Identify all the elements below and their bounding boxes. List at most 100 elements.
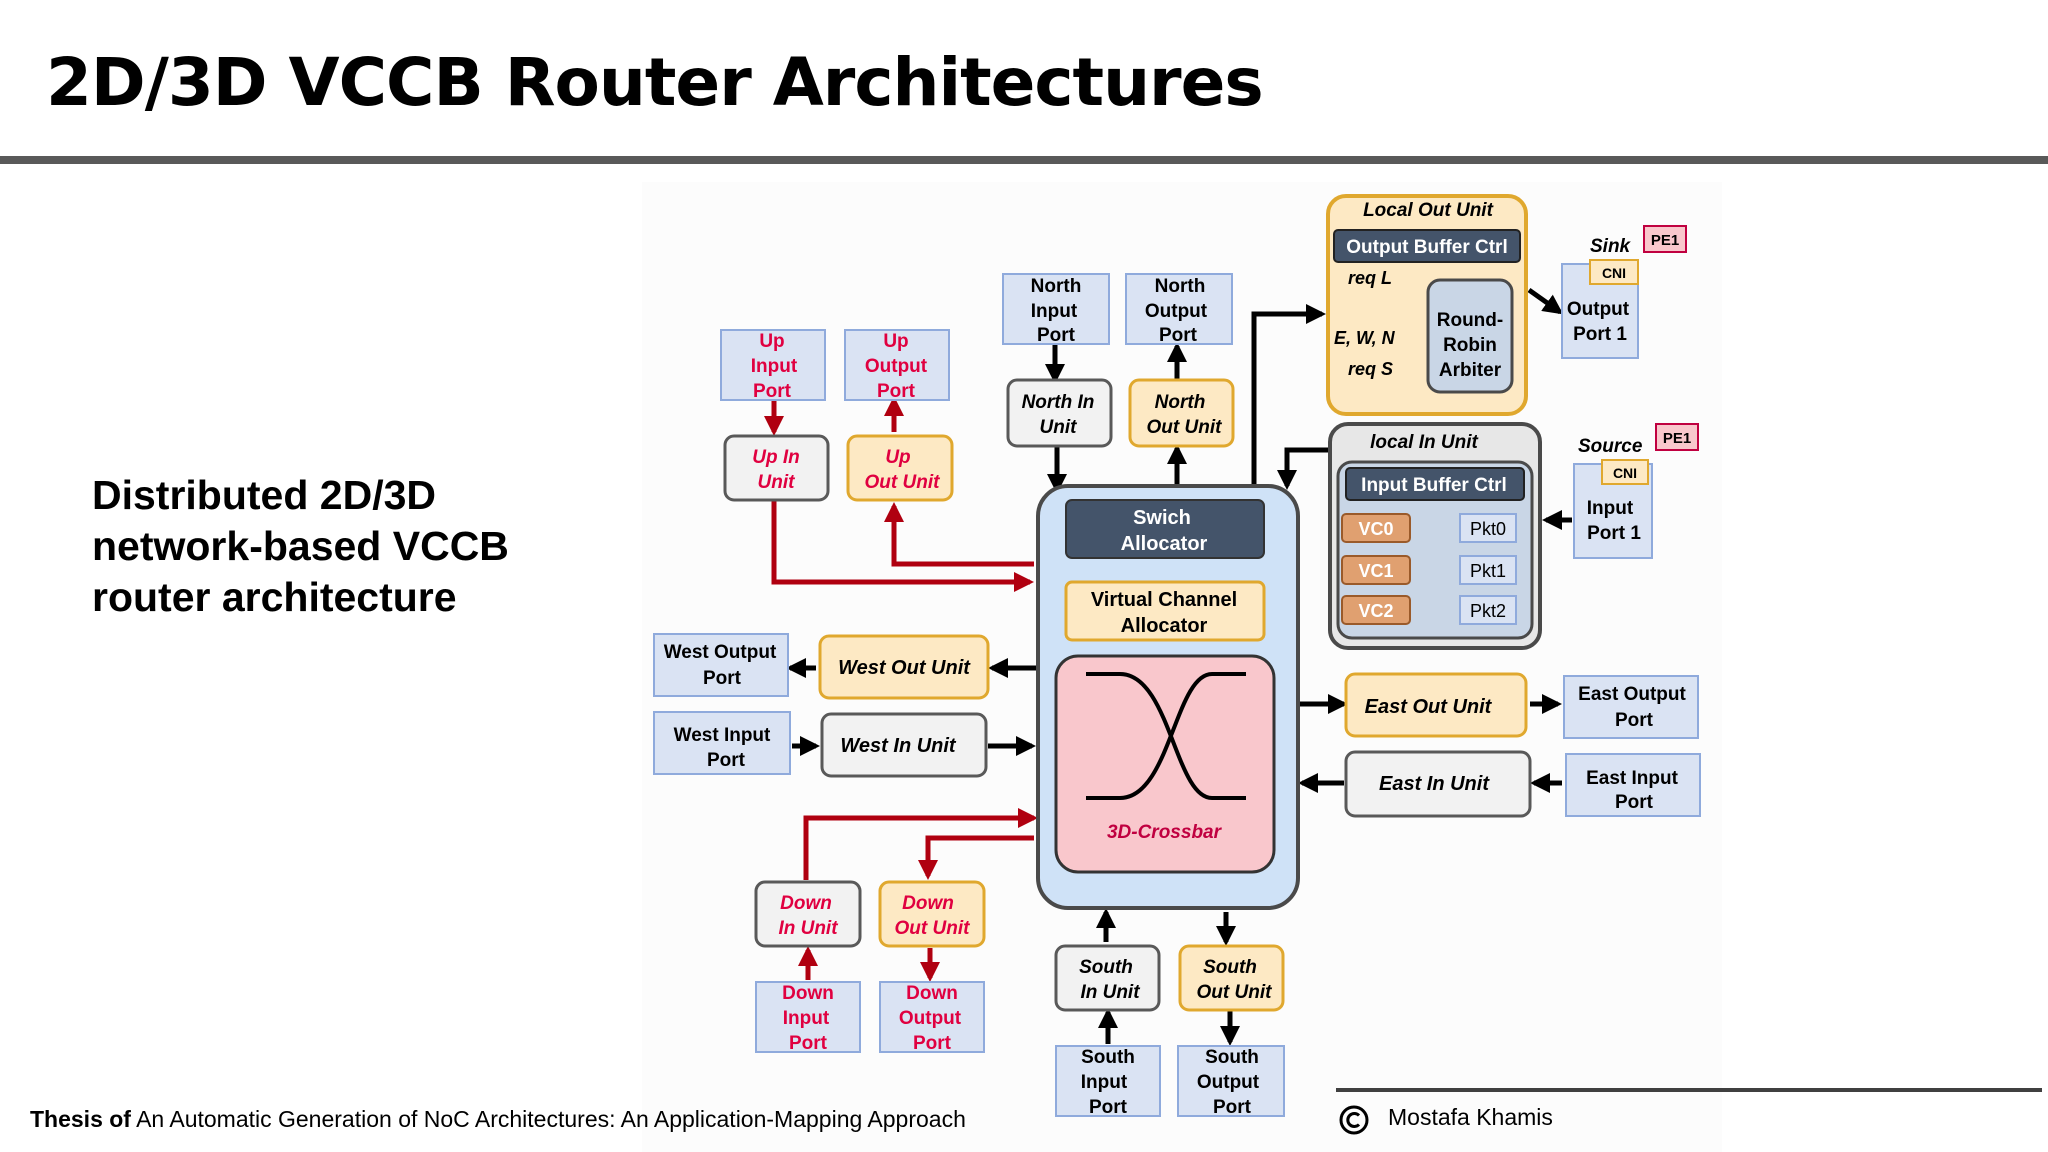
crossbar-x-line-2 <box>1086 672 1246 800</box>
pkt0-box <box>1459 513 1517 543</box>
svg-text:Port: Port <box>1615 710 1654 731</box>
req-ewn-label: E, W, N <box>1334 328 1396 348</box>
svg-text:Down: Down <box>902 893 954 914</box>
svg-text:Port 1: Port 1 <box>1587 523 1641 544</box>
svg-text:Round-: Round- <box>1437 310 1503 331</box>
cni-source-box <box>1601 459 1649 485</box>
svg-text:Up In: Up In <box>752 447 800 468</box>
vc2-label: VC2 <box>1358 601 1393 621</box>
unit-south-in: South In Unit <box>1054 944 1161 1012</box>
svg-text:South: South <box>1205 1047 1259 1068</box>
arrow-arbiter-to-output-port-1 <box>1527 287 1564 315</box>
svg-text:Port: Port <box>789 1033 828 1054</box>
unit-west-out: West Out Unit <box>818 634 990 700</box>
output-buffer-ctrl-label: Output Buffer Ctrl <box>1346 237 1507 258</box>
svg-text:Port: Port <box>703 668 742 689</box>
pe-sink-box <box>1643 225 1687 253</box>
vc-allocator <box>1064 580 1266 642</box>
port-west-output: West Output Port <box>653 633 789 697</box>
footer-author: Mostafa Khamis <box>1388 1104 1553 1130</box>
arrow-core-to-down-out <box>918 835 1034 880</box>
slide-title: 2D/3D VCCB Router Architectures <box>46 44 1264 121</box>
unit-up-in: Up In Unit <box>723 434 830 502</box>
round-robin-arbiter <box>1426 278 1514 394</box>
arrow-core-to-local-out <box>1251 304 1326 486</box>
svg-text:Out Unit: Out Unit <box>1147 417 1223 438</box>
svg-text:Down: Down <box>906 983 958 1004</box>
req-s-label: req S <box>1348 359 1393 379</box>
svg-text:Port: Port <box>753 381 792 402</box>
port-north-output: North Output Port <box>1125 273 1233 346</box>
unit-down-in: Down In Unit <box>754 880 862 948</box>
svg-text:Port: Port <box>1037 325 1076 346</box>
svg-text:Unit: Unit <box>1040 417 1078 438</box>
svg-text:East Input: East Input <box>1586 768 1679 789</box>
footer-thesis-title: An Automatic Generation of NoC Architect… <box>136 1106 966 1132</box>
port-east-output: East Output Port <box>1563 675 1699 739</box>
port-south-output: South Output Port <box>1177 1045 1285 1118</box>
crossbar <box>1054 654 1276 874</box>
svg-text:Port: Port <box>1615 792 1654 813</box>
vc1-box <box>1341 555 1411 585</box>
vc-allocator-label-1: Virtual Channel <box>1091 589 1237 611</box>
port-north-input: North Input Port <box>1002 273 1110 346</box>
source-label: Source <box>1578 436 1643 457</box>
svg-text:Output: Output <box>1567 299 1630 320</box>
svg-text:Output: Output <box>899 1008 962 1029</box>
cni-sink-box <box>1589 259 1639 285</box>
local-out-title: Local Out Unit <box>1363 200 1494 221</box>
unit-south-out: South Out Unit <box>1178 944 1285 1012</box>
local-in-unit: local In Unit Input Buffer Ctrl VC0 VC1 … <box>1328 422 1542 650</box>
svg-text:North: North <box>1031 276 1082 297</box>
vc-allocator-label-2: Allocator <box>1121 615 1208 637</box>
svg-text:East In Unit: East In Unit <box>1379 773 1490 795</box>
pkt2-box <box>1459 595 1517 625</box>
svg-text:Input: Input <box>1587 498 1634 519</box>
svg-text:Port: Port <box>1213 1097 1252 1118</box>
arrow-local-in-to-core <box>1277 447 1334 490</box>
svg-text:Port 1: Port 1 <box>1573 324 1627 345</box>
svg-text:Input: Input <box>1081 1072 1128 1093</box>
local-out-unit: Local Out Unit Output Buffer Ctrl req L … <box>1326 194 1528 416</box>
svg-text:Port: Port <box>1159 325 1198 346</box>
footer-thesis-prefix: Thesis of <box>30 1106 131 1132</box>
svg-text:Input: Input <box>783 1008 830 1029</box>
unit-west-in: West In Unit <box>820 712 988 778</box>
svg-text:Out Unit: Out Unit <box>1197 982 1273 1003</box>
unit-up-out: Up Out Unit <box>846 434 954 502</box>
unit-north-in: North In Unit <box>1006 378 1113 448</box>
unit-north-out: North Out Unit <box>1128 378 1235 448</box>
unit-down-out: Down Out Unit <box>878 880 986 948</box>
svg-text:In Unit: In Unit <box>778 918 838 939</box>
pkt1-label: Pkt1 <box>1470 561 1506 581</box>
svg-text:West Input: West Input <box>674 725 771 746</box>
svg-text:North In: North In <box>1022 392 1095 413</box>
pe-source-label: PE1 <box>1663 430 1691 447</box>
vc0-box <box>1341 513 1411 543</box>
svg-text:In Unit: In Unit <box>1080 982 1140 1003</box>
title-divider <box>0 156 2048 164</box>
svg-text:Input: Input <box>1031 301 1078 322</box>
pkt2-label: Pkt2 <box>1470 601 1506 621</box>
port-down-output: Down Output Port <box>879 981 985 1054</box>
arrow-down-in-to-core <box>803 808 1038 880</box>
unit-east-in: East In Unit <box>1344 750 1532 818</box>
pe-source-box <box>1655 423 1699 451</box>
svg-text:North: North <box>1155 392 1206 413</box>
svg-text:Down: Down <box>782 983 834 1004</box>
input-buffer-ctrl-label: Input Buffer Ctrl <box>1361 475 1507 496</box>
svg-text:Output: Output <box>865 356 928 377</box>
svg-text:South: South <box>1081 1047 1135 1068</box>
svg-text:East Out Unit: East Out Unit <box>1365 696 1493 718</box>
svg-text:Port: Port <box>1089 1097 1128 1118</box>
local-in-title: local In Unit <box>1370 432 1478 453</box>
svg-text:Up: Up <box>885 447 910 468</box>
req-l-label: req L <box>1348 268 1392 288</box>
svg-text:Unit: Unit <box>758 472 796 493</box>
switch-allocator-label-2: Allocator <box>1121 533 1208 555</box>
input-buffer-ctrl <box>1345 467 1525 501</box>
svg-text:Output: Output <box>1197 1072 1260 1093</box>
output-buffer-ctrl <box>1333 229 1521 263</box>
copyright-icon <box>1339 1105 1369 1135</box>
